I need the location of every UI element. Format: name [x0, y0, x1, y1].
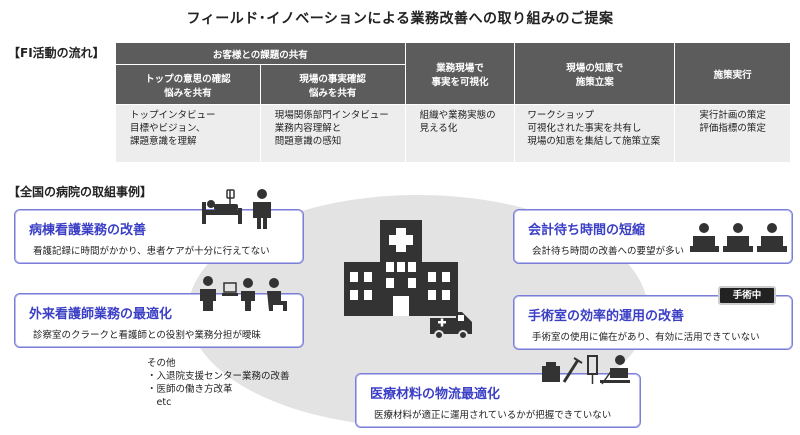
case-title: 手術室の効率的運用の改善 — [528, 309, 685, 324]
waiting-people-icon — [690, 223, 787, 252]
other-cases-title: その他 — [147, 358, 176, 369]
case-desc: 手術室の使用に偏在があり、有効に活用できていない — [532, 332, 760, 343]
case-ward-nursing: 病棟看護業務の改善 看護記録に時間がかかり、患者ケアが十分に行えてない — [14, 209, 304, 264]
medical-supplies-icon — [542, 355, 630, 385]
flow-cell-5: 実行計画の策定 評価指標の策定 — [674, 104, 791, 163]
case-title: 会計待ち時間の短縮 — [528, 223, 646, 238]
patient-bed-icon — [202, 189, 271, 229]
other-case-item: ・入退院支援センター業務の改善 — [147, 371, 290, 382]
case-desc: 看護記録に時間がかかり、患者ケアが十分に行えてない — [33, 246, 270, 257]
case-desc: 医療材料が適正に運用されているかが把握できていない — [374, 410, 612, 421]
case-desc: 会計待ち時間の改善への要望が多い — [532, 246, 685, 257]
flow-header-3: 業務現場で 事実を可視化 — [404, 42, 516, 105]
cases-label: 【全国の病院の取組事例】 — [8, 185, 153, 199]
flow-header-4: 現場の知恵で 施策立案 — [514, 42, 676, 105]
case-desc: 診察室のクラークと看護師との役割や業務分担が曖昧 — [33, 330, 261, 341]
fi-flow-label: 【FI活動の流れ】 — [8, 46, 105, 60]
flow-cell-4: ワークショップ 可視化された事実を共有し 現場の知恵を集結して施策立案 — [514, 104, 676, 163]
fi-flow-table: お客様との課題の共有 業務現場で 事実を可視化 現場の知恵で 施策立案 施策実行… — [115, 42, 791, 163]
surgery-in-progress-badge: 手術中 — [718, 286, 776, 305]
case-outpatient-nurse: 外来看護師業務の最適化 診察室のクラークと看護師との役割や業務分担が曖昧 — [14, 293, 304, 348]
hospital-building-icon — [344, 220, 458, 316]
flow-cell-2: 現場関係部門インタビュー 業務内容理解と 問題意識の感知 — [259, 104, 406, 163]
case-title: 外来看護師業務の最適化 — [29, 307, 173, 322]
other-case-item: ・医師の働き方改革 — [147, 384, 233, 395]
flow-header-1: トップの意思の確認 悩みを共有 — [115, 64, 261, 105]
other-cases-list: その他 ・入退院支援センター業務の改善 ・医師の働き方改革 etc — [147, 357, 290, 409]
consultation-icon — [200, 276, 287, 311]
flow-header-5: 施策実行 — [674, 42, 791, 105]
page-title: フィールド･イノベーションによる業務改善への取り組みのご提案 — [186, 11, 614, 27]
group-header: お客様との課題の共有 — [115, 42, 406, 65]
case-medical-supplies: 医療材料の物流最適化 医療材料が適正に運用されているかが把握できていない — [355, 373, 641, 428]
flow-cell-3: 組織や業務実態の 見える化 — [404, 104, 516, 163]
case-title: 病棟看護業務の改善 — [29, 223, 147, 238]
ambulance-icon — [430, 312, 472, 340]
flow-header-2: 現場の事実確認 悩みを共有 — [259, 64, 406, 105]
other-case-item: etc — [147, 397, 172, 408]
case-title: 医療材料の物流最適化 — [370, 387, 501, 402]
flow-cell-1: トップインタビュー 目標やビジョン、 課題意識を理解 — [115, 104, 261, 163]
